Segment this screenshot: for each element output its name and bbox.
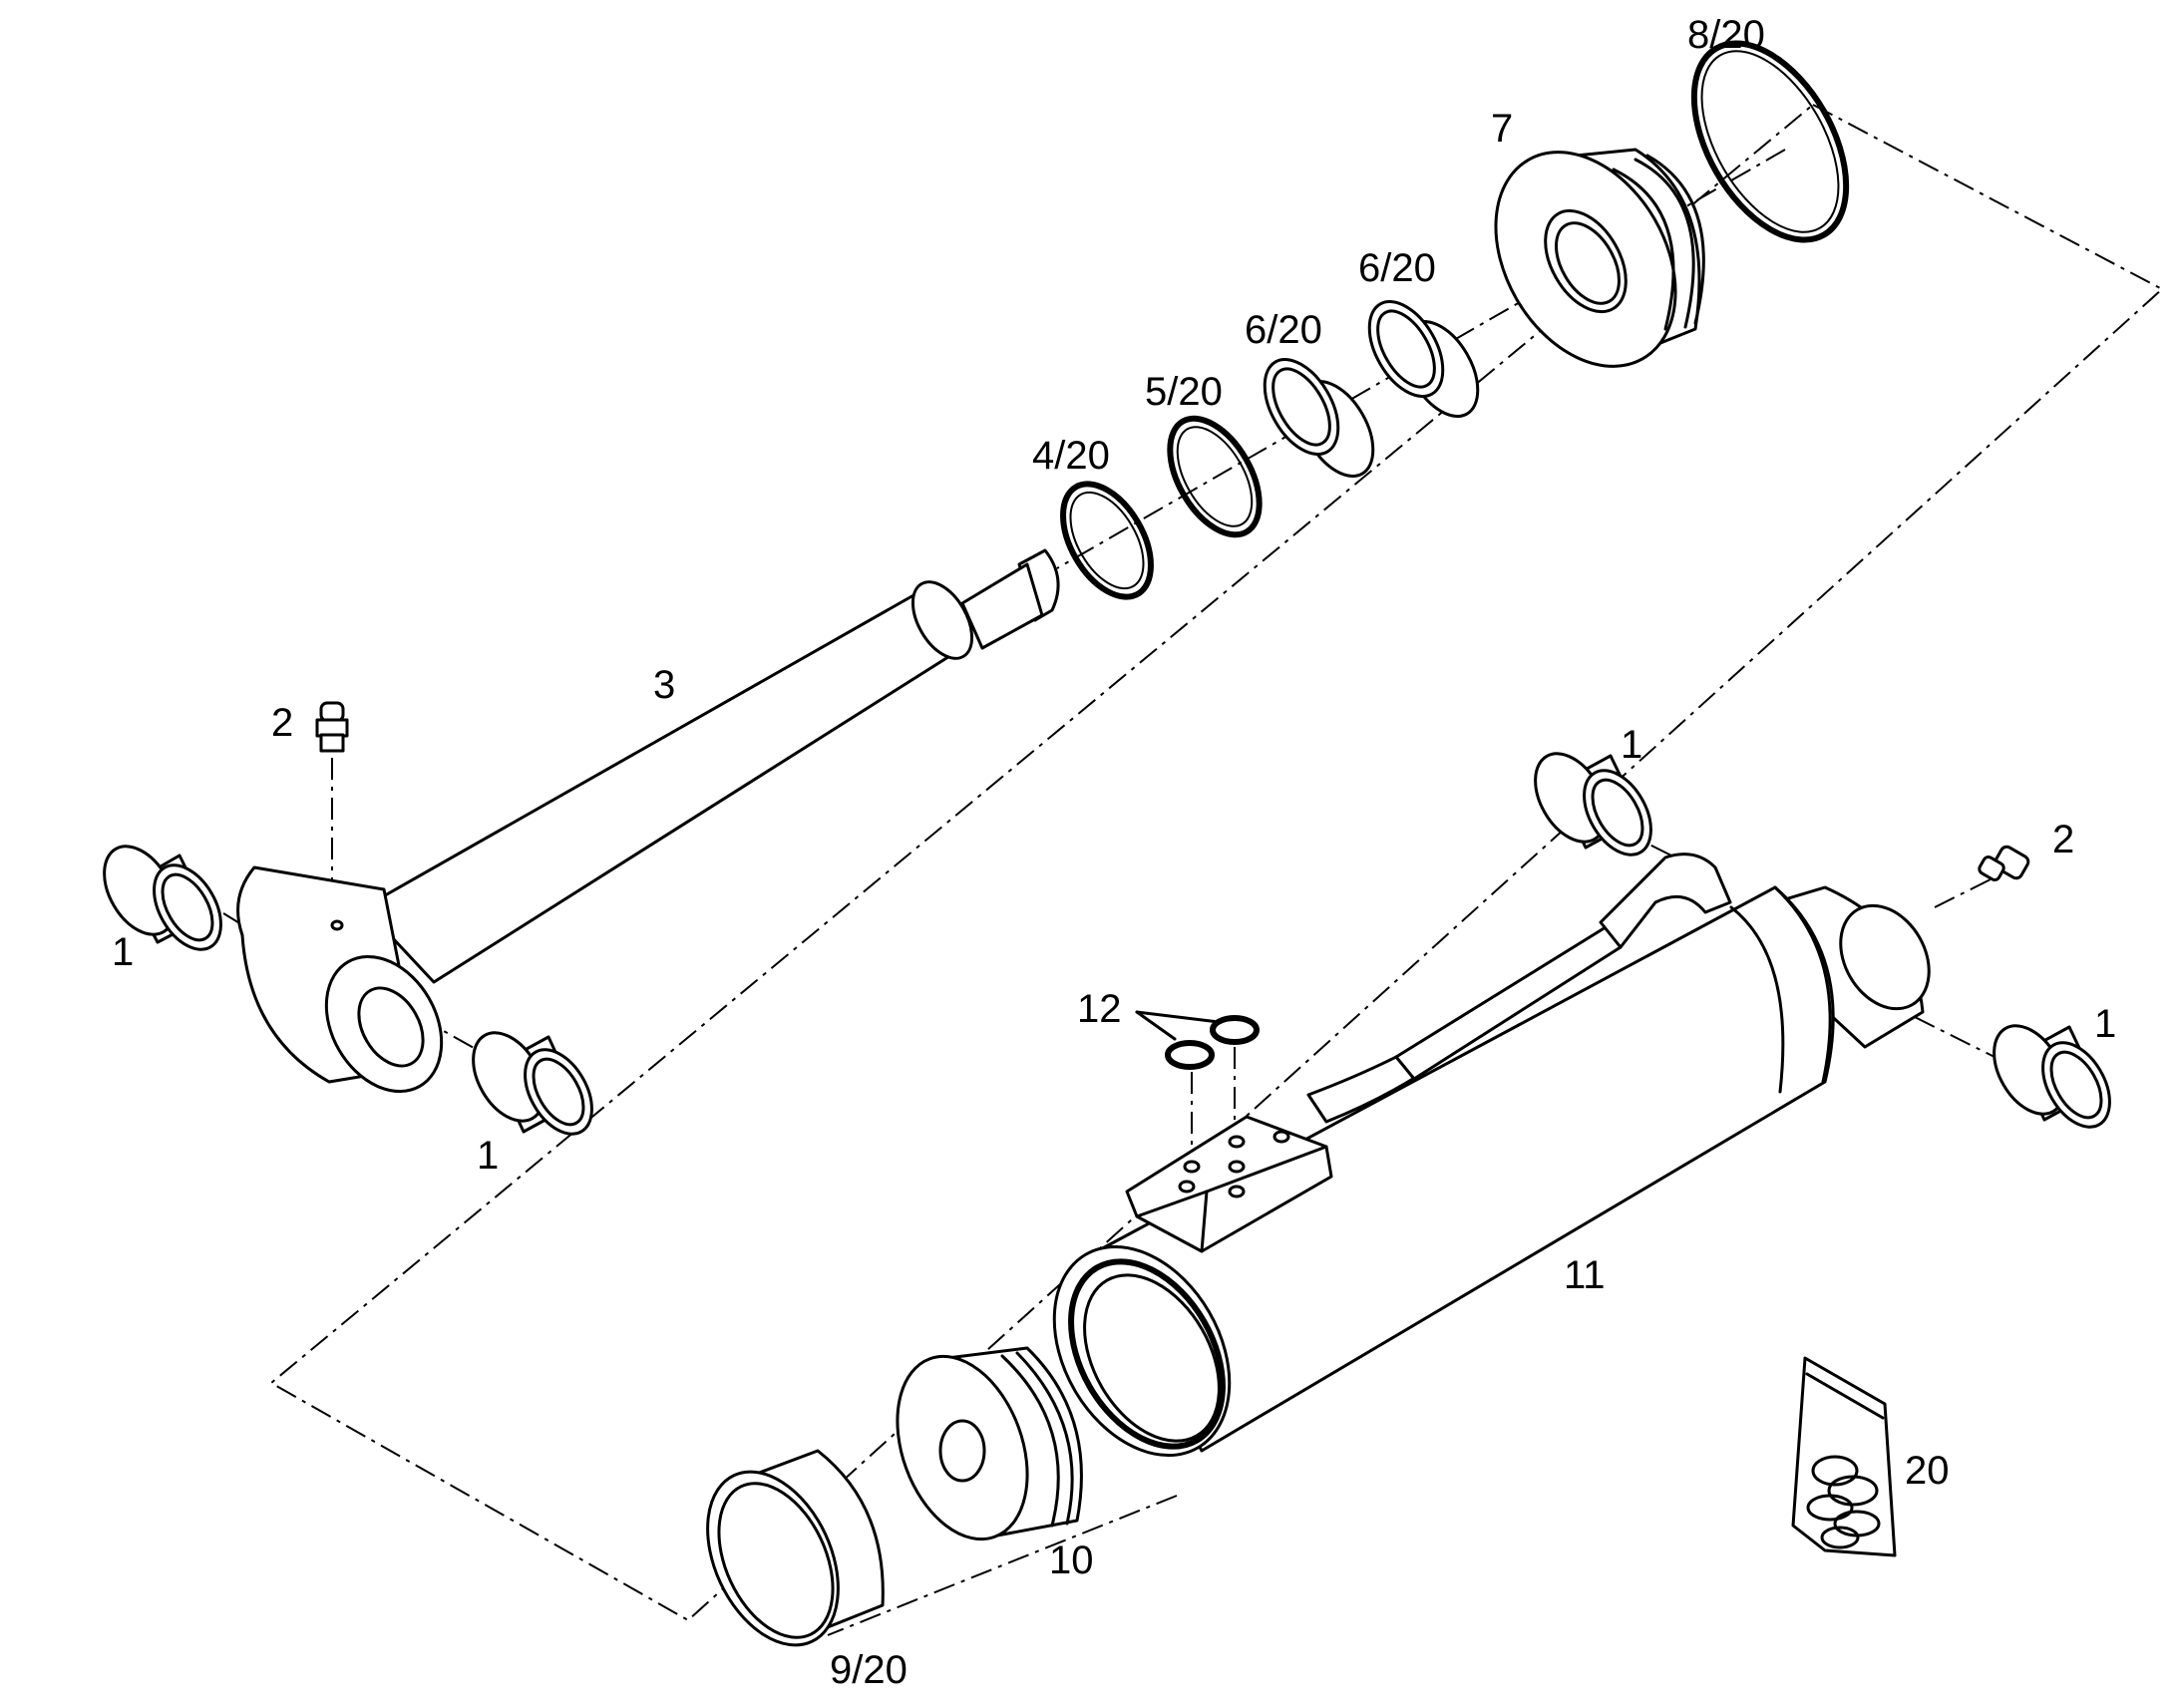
label-4-20: 4/20 [1032, 434, 1110, 478]
seal-kit-bag-part [1791, 1356, 1897, 1557]
seal-bushing-part-a [1263, 358, 1375, 478]
label-2-barrel: 2 [2052, 818, 2074, 861]
guide-ring-part [706, 1449, 885, 1647]
pin-bushing-part-barrel-right [1993, 1024, 2111, 1129]
assembly-boundary-line [269, 104, 2164, 1622]
label-10: 10 [1049, 1538, 1094, 1582]
label-11: 11 [1564, 1253, 1606, 1297]
wiper-ring-part [1690, 40, 1850, 243]
label-1-barrel-right: 1 [2094, 1002, 2116, 1046]
seal-ring-part-4 [1060, 481, 1154, 600]
pin-bushing-part-rod-left [103, 845, 222, 951]
grease-nipple-part-barrel [1978, 845, 2030, 881]
grease-nipple-part-rod [315, 701, 349, 753]
pin-bushing-part-barrel-top [1534, 752, 1652, 856]
label-5-20: 5/20 [1145, 370, 1223, 414]
label-6-20-upper: 6/20 [1358, 246, 1436, 290]
label-20: 20 [1905, 1449, 1950, 1493]
label-2-rod: 2 [271, 701, 293, 745]
label-7: 7 [1491, 107, 1513, 151]
gland-head-part [1494, 148, 1705, 368]
piston-part [896, 1346, 1083, 1541]
pin-bushing-part-rod-bottom [472, 1031, 593, 1136]
label-1-rod-left: 1 [112, 930, 134, 974]
label-8-20: 8/20 [1687, 13, 1765, 57]
label-12: 12 [1077, 987, 1122, 1031]
label-1-barrel-top: 1 [1621, 723, 1642, 767]
label-9-20: 9/20 [830, 1648, 908, 1692]
seal-ring-part-5 [1167, 415, 1263, 538]
label-6-20-lower: 6/20 [1245, 308, 1322, 352]
seal-bushing-part-b [1367, 300, 1480, 418]
grease-axis-right [1934, 876, 1996, 908]
cylinder-barrel-part [1052, 853, 1931, 1458]
label-1-rod-bottom: 1 [477, 1134, 499, 1178]
o-ring-part-12 [1135, 1010, 1260, 1070]
label-3: 3 [653, 663, 675, 707]
piston-rod-part [236, 548, 1060, 1094]
